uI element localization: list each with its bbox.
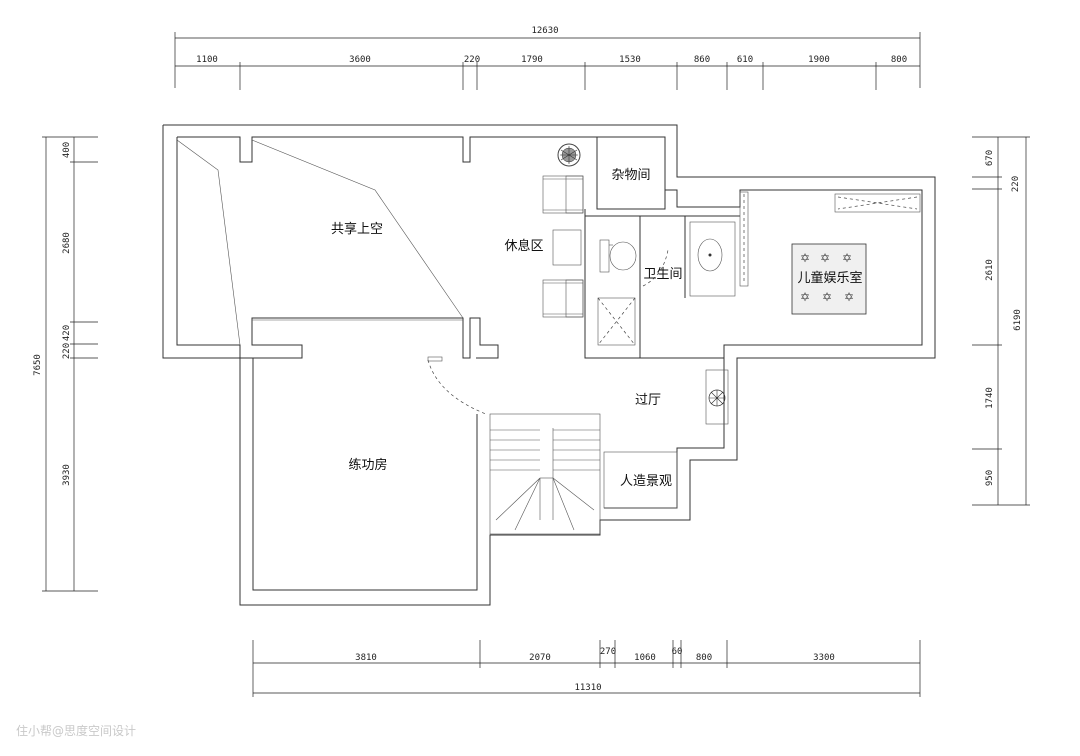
room-label-storage: 杂物间: [611, 168, 650, 183]
svg-text:✡: ✡: [844, 290, 854, 304]
dim-right-1: 220: [1011, 176, 1021, 192]
lounge-chair-top: [542, 175, 584, 214]
dim-top-total: 12630: [531, 26, 558, 36]
dim-left-4: 3930: [62, 464, 72, 486]
storage-box: [596, 136, 666, 210]
dim-top-7: 1900: [808, 55, 830, 65]
svg-text:✡: ✡: [822, 290, 832, 304]
dim-right-3: 1740: [985, 387, 995, 409]
dim-right-2: 2610: [985, 259, 995, 281]
dim-top-5: 860: [694, 55, 710, 65]
room-label-shared-void: 共享上空: [331, 221, 383, 237]
toilet-icon: [599, 239, 637, 273]
dim-bottom-2: 270: [600, 647, 616, 657]
right-dimension-chain: 670 220 2610 1740 950 6190: [972, 136, 1030, 506]
dim-top-6: 610: [737, 55, 753, 65]
outer-walls: [162, 124, 936, 606]
kids-shelf-vertical: [739, 191, 749, 287]
dim-left-2: 420: [62, 325, 72, 341]
svg-text:✡: ✡: [800, 290, 810, 304]
dim-bottom-total: 11310: [574, 683, 601, 693]
dim-bottom-4: 60: [672, 647, 683, 657]
top-dimension-chain: 12630 1100 3600 220 1790 1530 860 610 19…: [174, 26, 921, 90]
dim-left-0: 400: [62, 142, 72, 158]
lounge-side-table: [552, 229, 582, 266]
plant-icon: [557, 143, 581, 167]
bottom-dimension-chain: 3810 2070 270 1060 60 800 3300 11310: [252, 640, 921, 697]
door-swing: [427, 359, 487, 415]
left-dimension-chain: 7650 400 2680 420 220 3930: [33, 136, 98, 592]
svg-text:✡: ✡: [800, 251, 810, 265]
room-label-practice-room: 练功房: [348, 457, 387, 473]
dim-top-4: 1530: [619, 55, 641, 65]
dim-bottom-6: 3300: [813, 653, 835, 663]
kids-shelf-top: [834, 193, 921, 213]
svg-text:✡: ✡: [842, 251, 852, 265]
sink-icon: [689, 221, 736, 297]
dim-right-4: 950: [985, 470, 995, 486]
dim-right-0: 670: [985, 150, 995, 166]
door-leaf: [427, 356, 443, 362]
kids-play-mat: ✡ ✡ ✡ ✡ ✡ ✡: [791, 243, 867, 315]
dim-top-2: 220: [464, 55, 480, 65]
dim-top-1: 3600: [349, 55, 371, 65]
lounge-chair-bottom: [542, 279, 584, 318]
watermark: 住小帮@思度空间设计: [16, 723, 136, 738]
dim-bottom-5: 800: [696, 653, 712, 663]
dim-bottom-0: 3810: [355, 653, 377, 663]
dim-bottom-1: 2070: [529, 653, 551, 663]
room-label-bathroom: 卫生间: [643, 267, 682, 282]
room-label-hallway: 过厅: [635, 393, 661, 408]
dim-left-total: 7650: [33, 354, 43, 376]
room-label-landscape: 人造景观: [620, 474, 672, 489]
room-label-kids-room: 儿童娱乐室: [797, 270, 862, 286]
dim-left-1: 2680: [62, 232, 72, 254]
dim-top-0: 1100: [196, 55, 218, 65]
dim-top-3: 1790: [521, 55, 543, 65]
landscape-box: [603, 451, 678, 509]
dim-top-8: 800: [891, 55, 907, 65]
dim-left-3: 220: [62, 343, 72, 359]
dim-bottom-3: 1060: [634, 653, 656, 663]
void-diagonal: [176, 139, 464, 346]
staircase: [489, 413, 601, 535]
svg-text:✡: ✡: [820, 251, 830, 265]
room-label-lounge: 休息区: [504, 238, 543, 254]
dim-right-total: 6190: [1013, 309, 1023, 331]
shower-icon: [597, 297, 636, 346]
hallway-plant-niche: [705, 369, 729, 425]
